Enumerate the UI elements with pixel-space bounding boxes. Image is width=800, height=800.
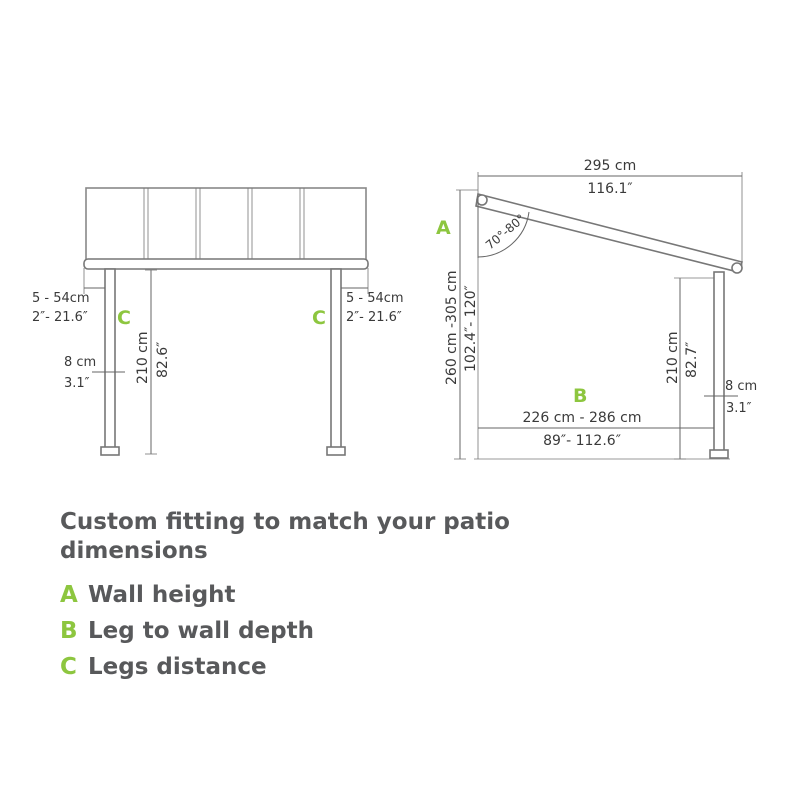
front-height-in: 82.6″ — [155, 342, 171, 378]
leg-foot — [709, 449, 729, 459]
front-leg-width-cm: 8 cm — [64, 355, 96, 370]
front-leg-left — [104, 268, 116, 454]
side-view: 295 cm 116.1″ 70°-80° A 260 cm -305 cm 1… — [436, 158, 757, 460]
legend-item-a: A Wall height — [60, 580, 760, 616]
side-wall-height-in: 102.4″- 120″ — [463, 285, 479, 372]
legend-label: Leg to wall depth — [88, 618, 314, 644]
side-leg — [713, 271, 725, 455]
legend-letter: C — [60, 654, 77, 680]
side-leg-height-cm: 210 cm — [665, 331, 681, 384]
letter-c-left: C — [117, 307, 131, 329]
front-height-cm: 210 cm — [135, 331, 151, 384]
roof-panel — [85, 187, 367, 261]
legend-letter: A — [60, 582, 78, 608]
sloped-roof — [475, 193, 744, 273]
legend-letter: B — [60, 618, 78, 644]
front-overhang-right-in: 2″- 21.6″ — [346, 310, 402, 325]
legend-item-c: C Legs distance — [60, 652, 760, 688]
legend-title-line1: Custom fitting to match your patio — [60, 509, 510, 535]
front-beam — [83, 258, 369, 270]
roof-end-cap — [731, 262, 743, 274]
legend-label: Legs distance — [88, 654, 267, 680]
front-leg-width-in: 3.1″ — [64, 376, 90, 391]
side-leg-width-in: 3.1″ — [726, 401, 752, 416]
wall-bracket — [476, 194, 488, 206]
legend-item-b: B Leg to wall depth — [60, 616, 760, 652]
side-length-cm: 295 cm — [584, 158, 637, 174]
angle-arc — [477, 211, 530, 258]
leg-foot — [326, 446, 346, 456]
letter-b: B — [573, 385, 587, 407]
side-depth-in: 89″- 112.6″ — [543, 433, 621, 449]
leg-foot — [100, 446, 120, 456]
side-leg-width-cm: 8 cm — [725, 379, 757, 394]
side-length-in: 116.1″ — [587, 181, 632, 197]
legend-label: Wall height — [88, 582, 236, 608]
legend: Custom fitting to match your patio dimen… — [60, 508, 760, 688]
letter-a: A — [436, 217, 451, 239]
front-overhang-left-in: 2″- 21.6″ — [32, 310, 88, 325]
front-overhang-left-cm: 5 - 54cm — [32, 291, 90, 306]
front-leg-right — [330, 268, 342, 454]
letter-c-right: C — [312, 307, 326, 329]
front-overhang-right-cm: 5 - 54cm — [346, 291, 404, 306]
side-leg-height-in: 82.7″ — [684, 342, 700, 378]
side-wall-height-cm: 260 cm -305 cm — [444, 270, 460, 385]
legend-title-line2: dimensions — [60, 538, 208, 564]
side-depth-cm: 226 cm - 286 cm — [523, 410, 642, 426]
front-view: 5 - 54cm 2″- 21.6″ C 5 - 54cm 2″- 21.6″ … — [32, 187, 404, 456]
legend-title: Custom fitting to match your patio dimen… — [60, 508, 760, 566]
side-angle: 70°-80° — [483, 211, 528, 252]
